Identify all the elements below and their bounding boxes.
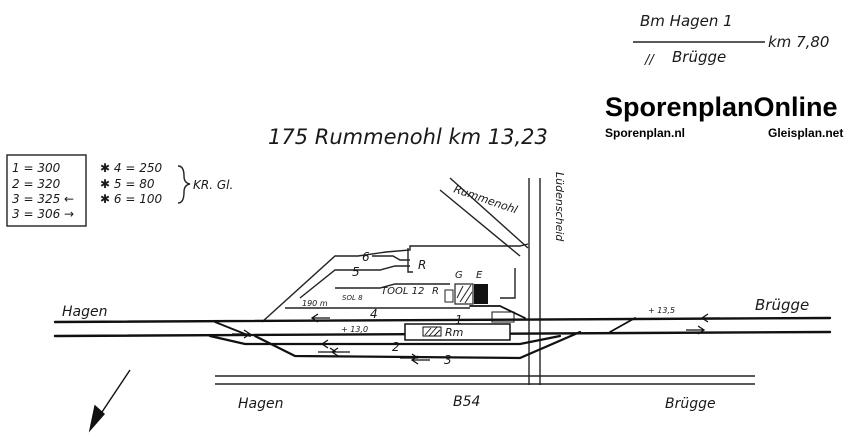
crossover-east (609, 317, 636, 333)
arrow-both-icon (318, 347, 350, 357)
route-to: Brügge (672, 48, 726, 66)
siding-row-5: ✱ 5 = 80 (100, 177, 155, 191)
route-km: km 7,80 (768, 33, 829, 51)
small-building (444, 289, 454, 303)
track-6-label: 6 (362, 250, 370, 264)
lengths-row-4: 3 = 306 → (12, 207, 74, 221)
siding-toolbox (335, 283, 450, 289)
arrow-right-icon (686, 325, 706, 335)
rummenohl-label: Rummenohl (452, 183, 519, 217)
m190-label: 190 m (302, 299, 328, 308)
rm-label: Rm (445, 326, 463, 339)
hagen-road-label: Hagen (238, 396, 283, 412)
yard-outer-siding (261, 243, 529, 323)
yard-corner (500, 268, 516, 299)
lengths-table-box (6, 154, 87, 227)
track-2-label: 2 (392, 340, 400, 354)
track-1-label: 1 (455, 313, 463, 327)
buffer-stop-r (407, 248, 413, 273)
arrow-left-icon (320, 339, 340, 349)
north-arrow-icon (88, 369, 131, 433)
track-5-label: 5 (352, 265, 360, 279)
goods-shed-hatch (456, 284, 473, 304)
arrow-right-icon (232, 329, 252, 339)
ludenscheid-label: Lüdenscheid (553, 172, 566, 242)
track-3 (253, 330, 582, 360)
track-4-label: 4 (370, 307, 378, 321)
siding-to-main (469, 305, 526, 319)
main-line-upper (53, 316, 832, 324)
hagen-track-label: Hagen (62, 304, 107, 320)
rummenohl-branch-line-1 (449, 177, 529, 249)
route-ditto: // (644, 53, 655, 68)
direction-arrows (232, 313, 720, 365)
soll-label: SOL 8 (342, 294, 363, 302)
brand-site-nl: Sporenplan.nl (605, 126, 685, 140)
road-b54-label: B54 (453, 394, 480, 410)
siding-row-4: ✱ 4 = 250 (100, 161, 162, 175)
km-13-0-label: + 13,0 (341, 325, 368, 334)
brugge-track-label: Brügge (755, 296, 809, 314)
siding-row-6: ✱ 6 = 100 (100, 192, 162, 206)
building-e (474, 284, 488, 304)
arrow-left-icon (700, 313, 720, 323)
arrow-left-icon (310, 313, 330, 323)
rummenohl-branch-line-2 (439, 189, 521, 257)
lengths-row-1: 1 = 300 (12, 161, 61, 175)
station-building-hatch (424, 326, 441, 337)
g-label: G (455, 270, 463, 281)
r-upper-label: R (418, 258, 426, 272)
track-3-label: 3 (444, 353, 452, 367)
siding-note: KR. Gl. (193, 178, 233, 192)
lengths-row-3: 3 = 325 ← (12, 192, 74, 206)
toolbox-label: TOOL 12 (381, 286, 424, 297)
siding-6 (372, 255, 410, 261)
arrow-both-icon (400, 353, 430, 365)
brand-logo: SporenplanOnline (605, 92, 838, 122)
brugge-road-label: Brügge (665, 396, 716, 412)
platform-shelter (491, 311, 515, 323)
e-label: E (476, 270, 483, 281)
track-2 (208, 334, 562, 346)
siding-5 (299, 265, 410, 299)
r-small-label: R (432, 286, 439, 297)
lengths-row-2: 2 = 320 (12, 177, 61, 191)
km-13-5-label: + 13,5 (648, 306, 675, 315)
station-title: 175 Rummenohl km 13,23 (268, 125, 548, 149)
siding-brace (177, 165, 191, 204)
brand-site-net: Gleisplan.net (768, 126, 843, 140)
route-from: Bm Hagen 1 (640, 12, 733, 30)
station-building (422, 326, 442, 337)
